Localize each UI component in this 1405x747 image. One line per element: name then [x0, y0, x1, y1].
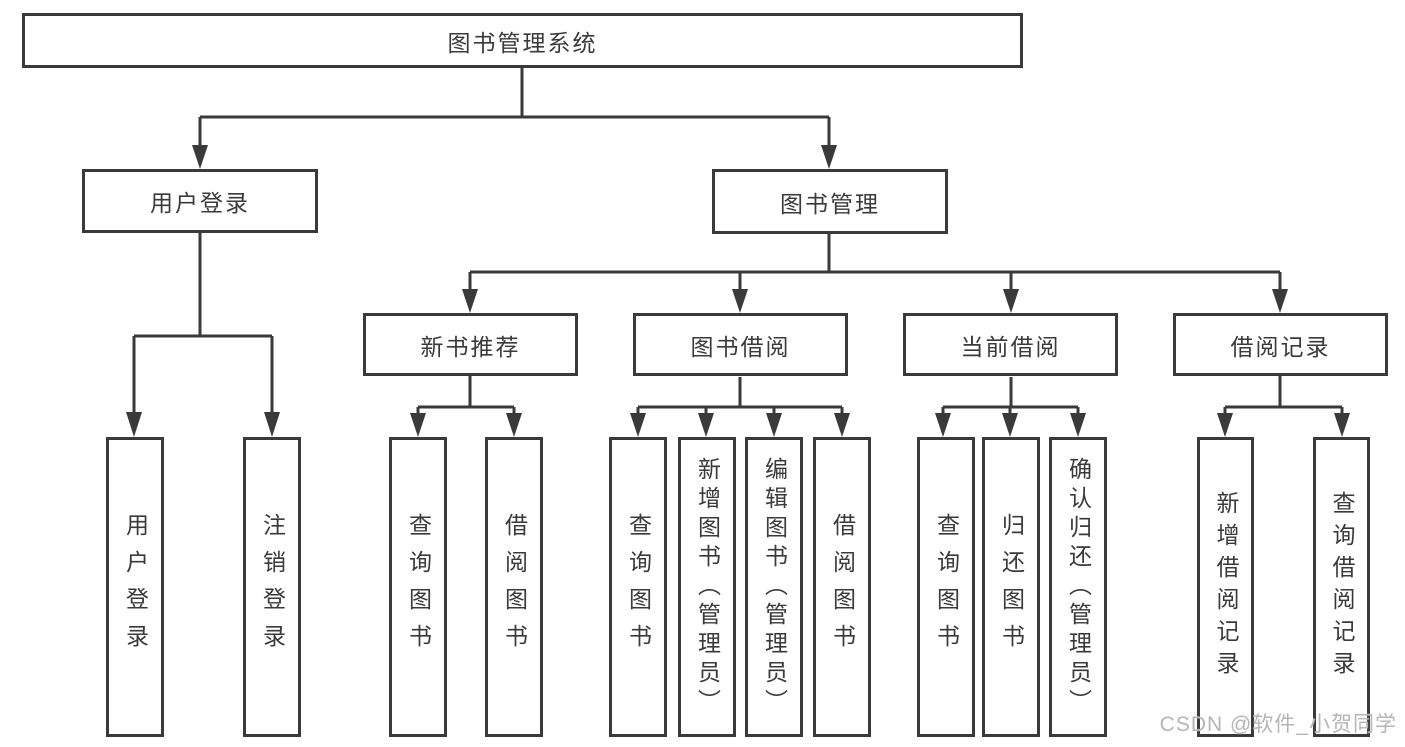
node-label: 编辑图书（管理员） [761, 456, 788, 718]
node-label: 新增图书（管理员） [694, 456, 721, 718]
leaf-borrow-books: 借阅图书 [813, 437, 871, 737]
node-label: 查询图书 [625, 513, 652, 661]
node-label: 用户登录 [122, 513, 149, 661]
leaf-confirm-return-admin: 确认归还（管理员） [1049, 437, 1107, 737]
node-label: 图书管理系统 [447, 29, 598, 56]
node-label: 查询图书 [405, 513, 432, 661]
node-label: 确认归还（管理员） [1065, 456, 1092, 718]
node-label: 借阅记录 [1230, 333, 1331, 360]
node-book-borrowing: 图书借阅 [633, 313, 848, 376]
leaf-add-books-admin: 新增图书（管理员） [678, 437, 736, 737]
node-new-book-recommendation: 新书推荐 [363, 313, 578, 376]
node-library-management-system: 图书管理系统 [22, 13, 1023, 68]
node-label: 查询借阅记录 [1329, 491, 1355, 683]
node-label: 借阅图书 [501, 513, 528, 661]
arrowheads [126, 145, 1350, 437]
node-label: 当前借阅 [960, 333, 1061, 360]
leaf-logout-login: 注销登录 [243, 437, 301, 737]
leaf-borrow-books-recommend: 借阅图书 [485, 437, 543, 737]
leaf-query-books-recommend: 查询图书 [389, 437, 447, 737]
node-book-management: 图书管理 [712, 169, 948, 234]
node-label: 用户登录 [150, 190, 250, 216]
node-label: 注销登录 [259, 513, 286, 661]
leaf-query-books-borrowing: 查询图书 [609, 437, 667, 737]
node-user-login: 用户登录 [82, 169, 318, 233]
node-label: 图书管理 [780, 190, 880, 217]
leaf-add-borrow-record: 新增借阅记录 [1197, 437, 1254, 737]
node-label: 借阅图书 [829, 513, 856, 661]
node-label: 新书推荐 [420, 333, 521, 360]
node-borrowing-records: 借阅记录 [1173, 313, 1388, 376]
leaf-edit-books-admin: 编辑图书（管理员） [745, 437, 803, 737]
node-label: 图书借阅 [690, 333, 791, 360]
leaf-return-books: 归还图书 [982, 437, 1040, 737]
node-label: 归还图书 [998, 513, 1025, 661]
node-label: 查询图书 [933, 513, 960, 661]
node-label: 新增借阅记录 [1213, 491, 1239, 683]
leaf-query-books-current: 查询图书 [917, 437, 975, 737]
csdn-watermark: CSDN @软件_小贺同学 [1159, 713, 1397, 736]
leaf-query-borrow-record: 查询借阅记录 [1313, 437, 1370, 737]
node-current-borrowing: 当前借阅 [903, 313, 1118, 376]
leaf-user-login: 用户登录 [106, 437, 164, 737]
